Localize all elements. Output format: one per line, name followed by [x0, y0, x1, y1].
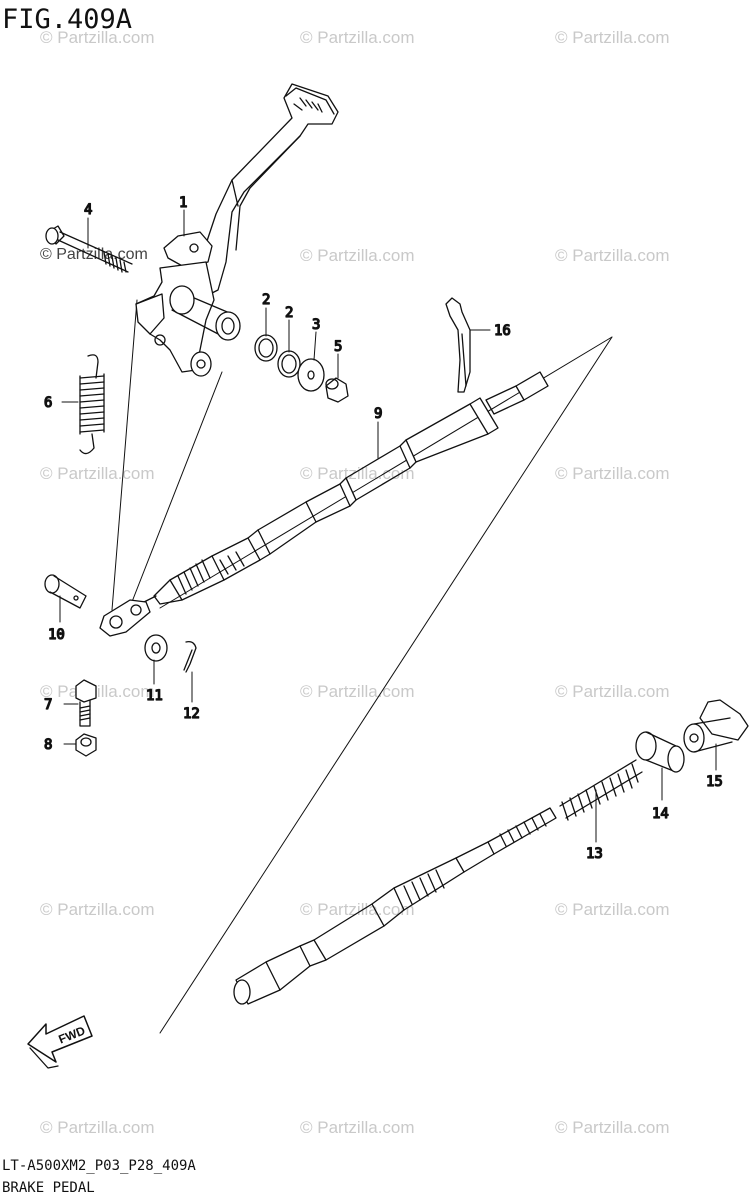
watermark: © Partzilla.com	[300, 464, 415, 483]
callout-14: 14	[652, 806, 669, 822]
washer-part-11[interactable]	[144, 634, 168, 662]
callout-2a: 2	[262, 292, 270, 308]
watermark: © Partzilla.com	[40, 464, 155, 483]
bracket-part-15[interactable]	[683, 699, 749, 753]
spring-part-13[interactable]	[559, 759, 643, 821]
bolt-part-4[interactable]	[45, 225, 133, 273]
cable-clevis[interactable]	[99, 599, 151, 637]
cotter-pin-part-12[interactable]	[183, 640, 197, 673]
washer-part-2a[interactable]	[254, 334, 278, 362]
callout-labels: 1 2 2 3 4 5 6 7 8 9 10 11 12 13 14 15 16	[43, 194, 723, 862]
bolt-part-7[interactable]	[75, 679, 97, 727]
washer-part-3[interactable]	[297, 358, 325, 392]
callout-1: 1	[179, 195, 187, 211]
callout-3: 3	[312, 317, 320, 333]
brake-cable-part-9[interactable]	[139, 371, 549, 605]
callout-4: 4	[84, 202, 92, 218]
pin-part-10[interactable]	[44, 574, 87, 609]
leader-lines	[111, 299, 613, 1034]
watermark: © Partzilla.com	[40, 1118, 155, 1137]
watermark: © Partzilla.com	[300, 28, 415, 47]
watermark: © Partzilla.com	[555, 28, 670, 47]
watermark: © Partzilla.com	[300, 1118, 415, 1137]
watermark: © Partzilla.com	[555, 246, 670, 265]
fwd-arrow-icon: FWD	[27, 1015, 93, 1069]
watermark: © Partzilla.com	[300, 900, 415, 919]
figure-name: BRAKE PEDAL	[2, 1180, 95, 1196]
callout-5: 5	[334, 339, 342, 355]
watermark: © Partzilla.com	[300, 246, 415, 265]
watermark: © Partzilla.com	[40, 900, 155, 919]
watermark: © Partzilla.com	[555, 464, 670, 483]
figure-code: LT-A500XM2_P03_P28_409A	[2, 1158, 196, 1174]
callout-16: 16	[494, 323, 511, 339]
watermark: © Partzilla.com	[555, 682, 670, 701]
callout-13: 13	[586, 846, 603, 862]
brake-pedal-part-1[interactable]	[135, 83, 339, 377]
spring-part-6[interactable]	[79, 354, 105, 455]
callout-15: 15	[706, 774, 723, 790]
callout-7: 7	[44, 697, 52, 713]
callout-12: 12	[183, 706, 200, 722]
callout-9: 9	[374, 406, 382, 422]
washer-part-2b[interactable]	[277, 350, 301, 378]
callout-2b: 2	[285, 305, 293, 321]
watermark: © Partzilla.com	[40, 28, 155, 47]
watermark: © Partzilla.com	[555, 1118, 670, 1137]
nut-part-8[interactable]	[75, 733, 97, 757]
lower-cable[interactable]	[233, 807, 557, 1005]
callout-11: 11	[146, 688, 163, 704]
watermark: © Partzilla.com	[300, 682, 415, 701]
callout-8: 8	[44, 737, 52, 753]
callout-6: 6	[44, 395, 52, 411]
nut-part-5[interactable]	[325, 377, 349, 403]
watermark: © Partzilla.com	[40, 682, 155, 701]
cable-tie-part-16[interactable]	[445, 297, 471, 393]
figure-title: FIG.409A	[2, 4, 133, 35]
sleeve-part-14[interactable]	[635, 731, 685, 773]
callout-10: 10	[48, 627, 65, 643]
callout-leaders	[59, 209, 717, 843]
watermark: © Partzilla.com	[555, 900, 670, 919]
